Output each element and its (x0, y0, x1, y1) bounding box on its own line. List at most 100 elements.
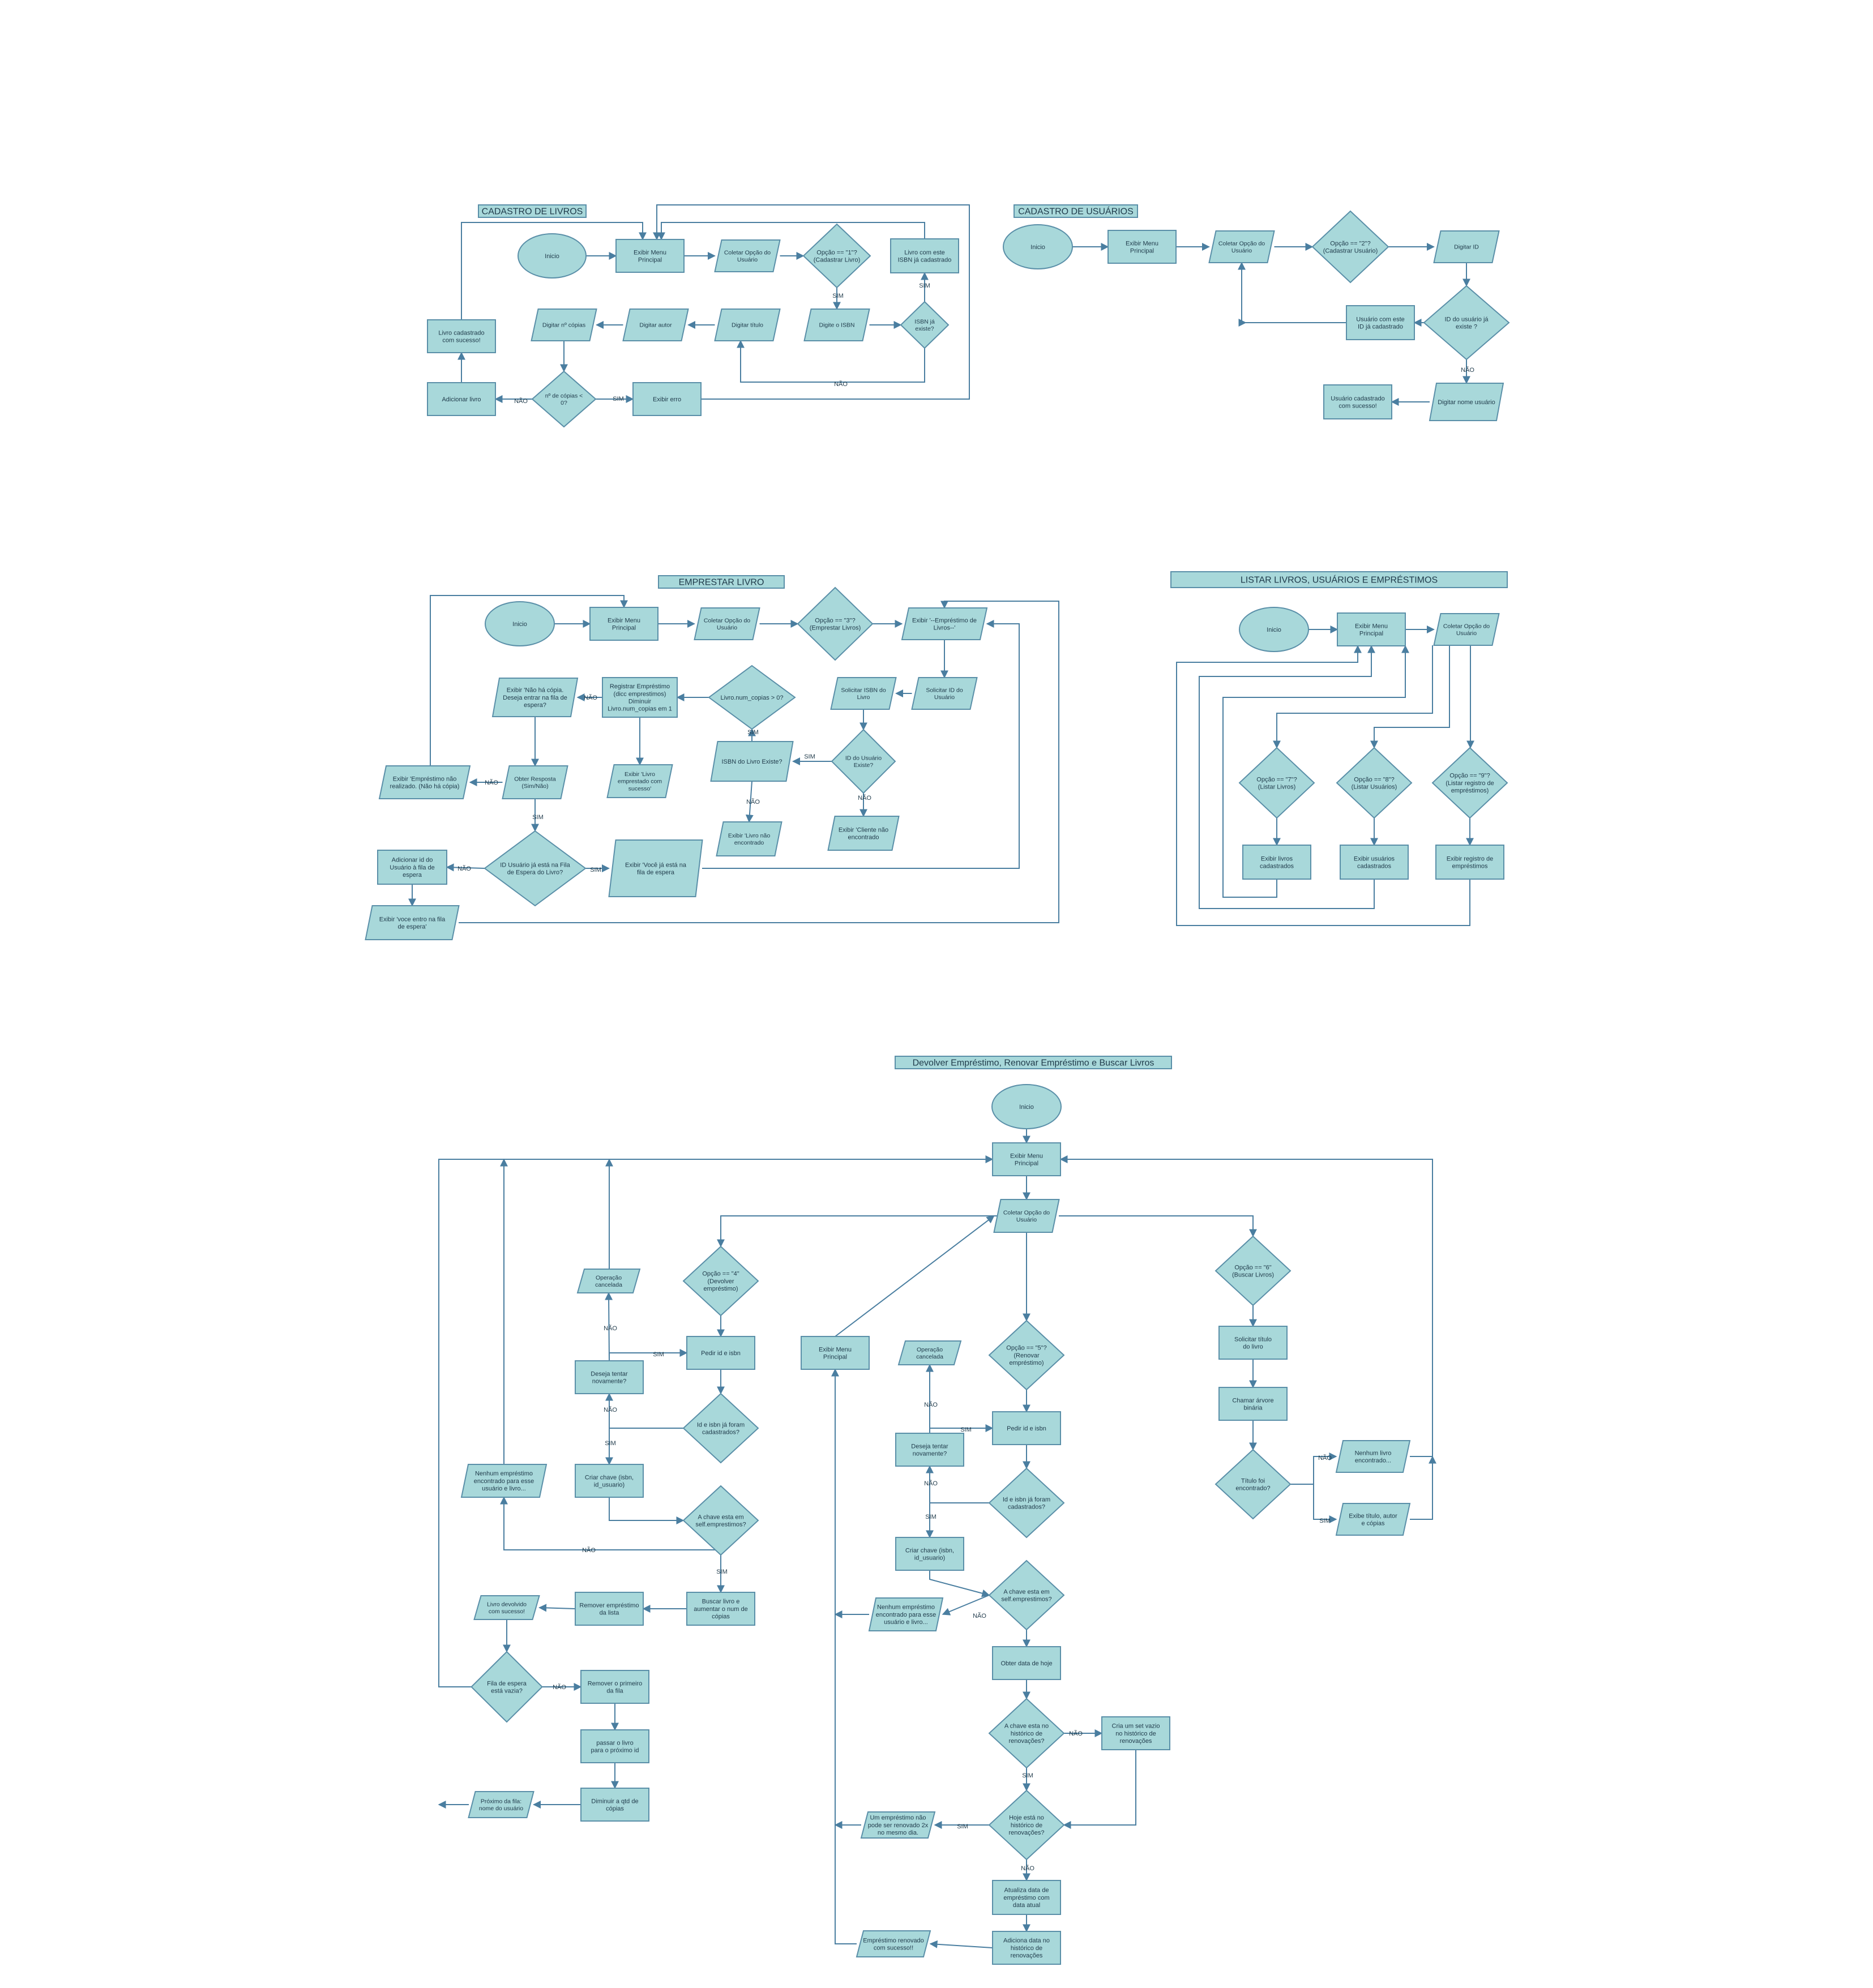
edge-line (657, 222, 925, 241)
process-shape (1107, 230, 1177, 264)
edge-line (446, 863, 485, 872)
process-shape (1242, 845, 1311, 880)
io-shape (911, 677, 978, 710)
flow-edge: NÃO (604, 1393, 683, 1429)
flow-edge (1199, 645, 1375, 909)
edge-label: NÃO (858, 794, 871, 802)
node-label: Opção == "2"?(Cadastrar Usuário) (1323, 240, 1378, 254)
decision-shape (682, 1485, 759, 1556)
node-label: Próximo da fila:nome do usuário (479, 1798, 523, 1812)
flow-edge: NÃO (1064, 1729, 1103, 1737)
node-u-digitar-id: Digitar ID (1433, 230, 1500, 263)
flow-edge (831, 1368, 857, 1944)
node-e-num-copias: Livro.num_copias > 0? (708, 665, 796, 730)
flow-edge: SIM (605, 1428, 683, 1466)
decision-shape (484, 830, 587, 907)
flow-edge (929, 1940, 993, 1948)
flow-edge: NÃO (604, 1292, 617, 1361)
edge-line (1059, 1215, 1257, 1237)
flow-edge: NÃO (924, 1465, 989, 1503)
edge-line (653, 204, 970, 400)
io-shape (608, 839, 703, 897)
io-shape (473, 1595, 540, 1620)
edge-label: NÃO (1021, 1865, 1034, 1872)
edge-line (1370, 645, 1450, 749)
flow-edge (461, 222, 647, 320)
edge-label: SIM (1022, 1772, 1033, 1779)
flow-edge: NÃO (942, 1595, 990, 1619)
terminal-shape (991, 1084, 1062, 1129)
node-label: Registrar Empréstimo(dicc emprestimos)Di… (608, 683, 672, 713)
node-label: Exibir erro (653, 396, 681, 403)
flow-edge: NÃO (745, 781, 760, 823)
node-d-chave: Criar chave (isbn,id_usuario) (575, 1464, 644, 1498)
flow-edge: NÃO (1021, 1860, 1034, 1882)
flow-edge: SIM (1022, 1768, 1033, 1792)
flow-edge: NÃO (576, 693, 602, 701)
node-label: Opção == "6"(Buscar Livros) (1232, 1264, 1274, 1278)
decision-shape (831, 729, 896, 794)
io-shape (716, 821, 782, 856)
process-shape (377, 850, 447, 885)
edge-line (717, 1215, 1014, 1248)
flow-edge (835, 1215, 995, 1337)
io-shape (803, 309, 870, 341)
section-title-box (1014, 204, 1138, 218)
node-e-opcao3: Opção == "3"?(Emprestar Livros) (797, 586, 874, 661)
edge-label: SIM (957, 1823, 968, 1830)
edge-line (1290, 1453, 1337, 1485)
process-shape (632, 382, 702, 416)
edge-label: SIM (832, 293, 844, 299)
io-shape (378, 765, 471, 799)
node-label: ISBN do Livro Existe? (722, 759, 782, 765)
edge-label: NÃO (457, 865, 471, 872)
io-shape (830, 677, 897, 710)
edge-label: SIM (747, 729, 759, 736)
io-shape (714, 309, 781, 341)
edge-label: SIM (613, 396, 624, 402)
decision-shape (802, 223, 871, 289)
edge-label: SIM (590, 867, 601, 873)
node-label: Inicio (512, 621, 527, 628)
edge-line (1176, 645, 1470, 926)
io-shape (491, 678, 579, 717)
node-label: Digitar autor (639, 322, 672, 329)
process-shape (575, 1464, 644, 1498)
node-label: Inicio (545, 253, 559, 260)
node-u-nome: Digitar nome usuário (1429, 383, 1504, 421)
flow-edge: NÃO (1290, 1453, 1337, 1485)
flow-edge: SIM (832, 288, 844, 310)
flow-edge: NÃO (494, 395, 532, 405)
